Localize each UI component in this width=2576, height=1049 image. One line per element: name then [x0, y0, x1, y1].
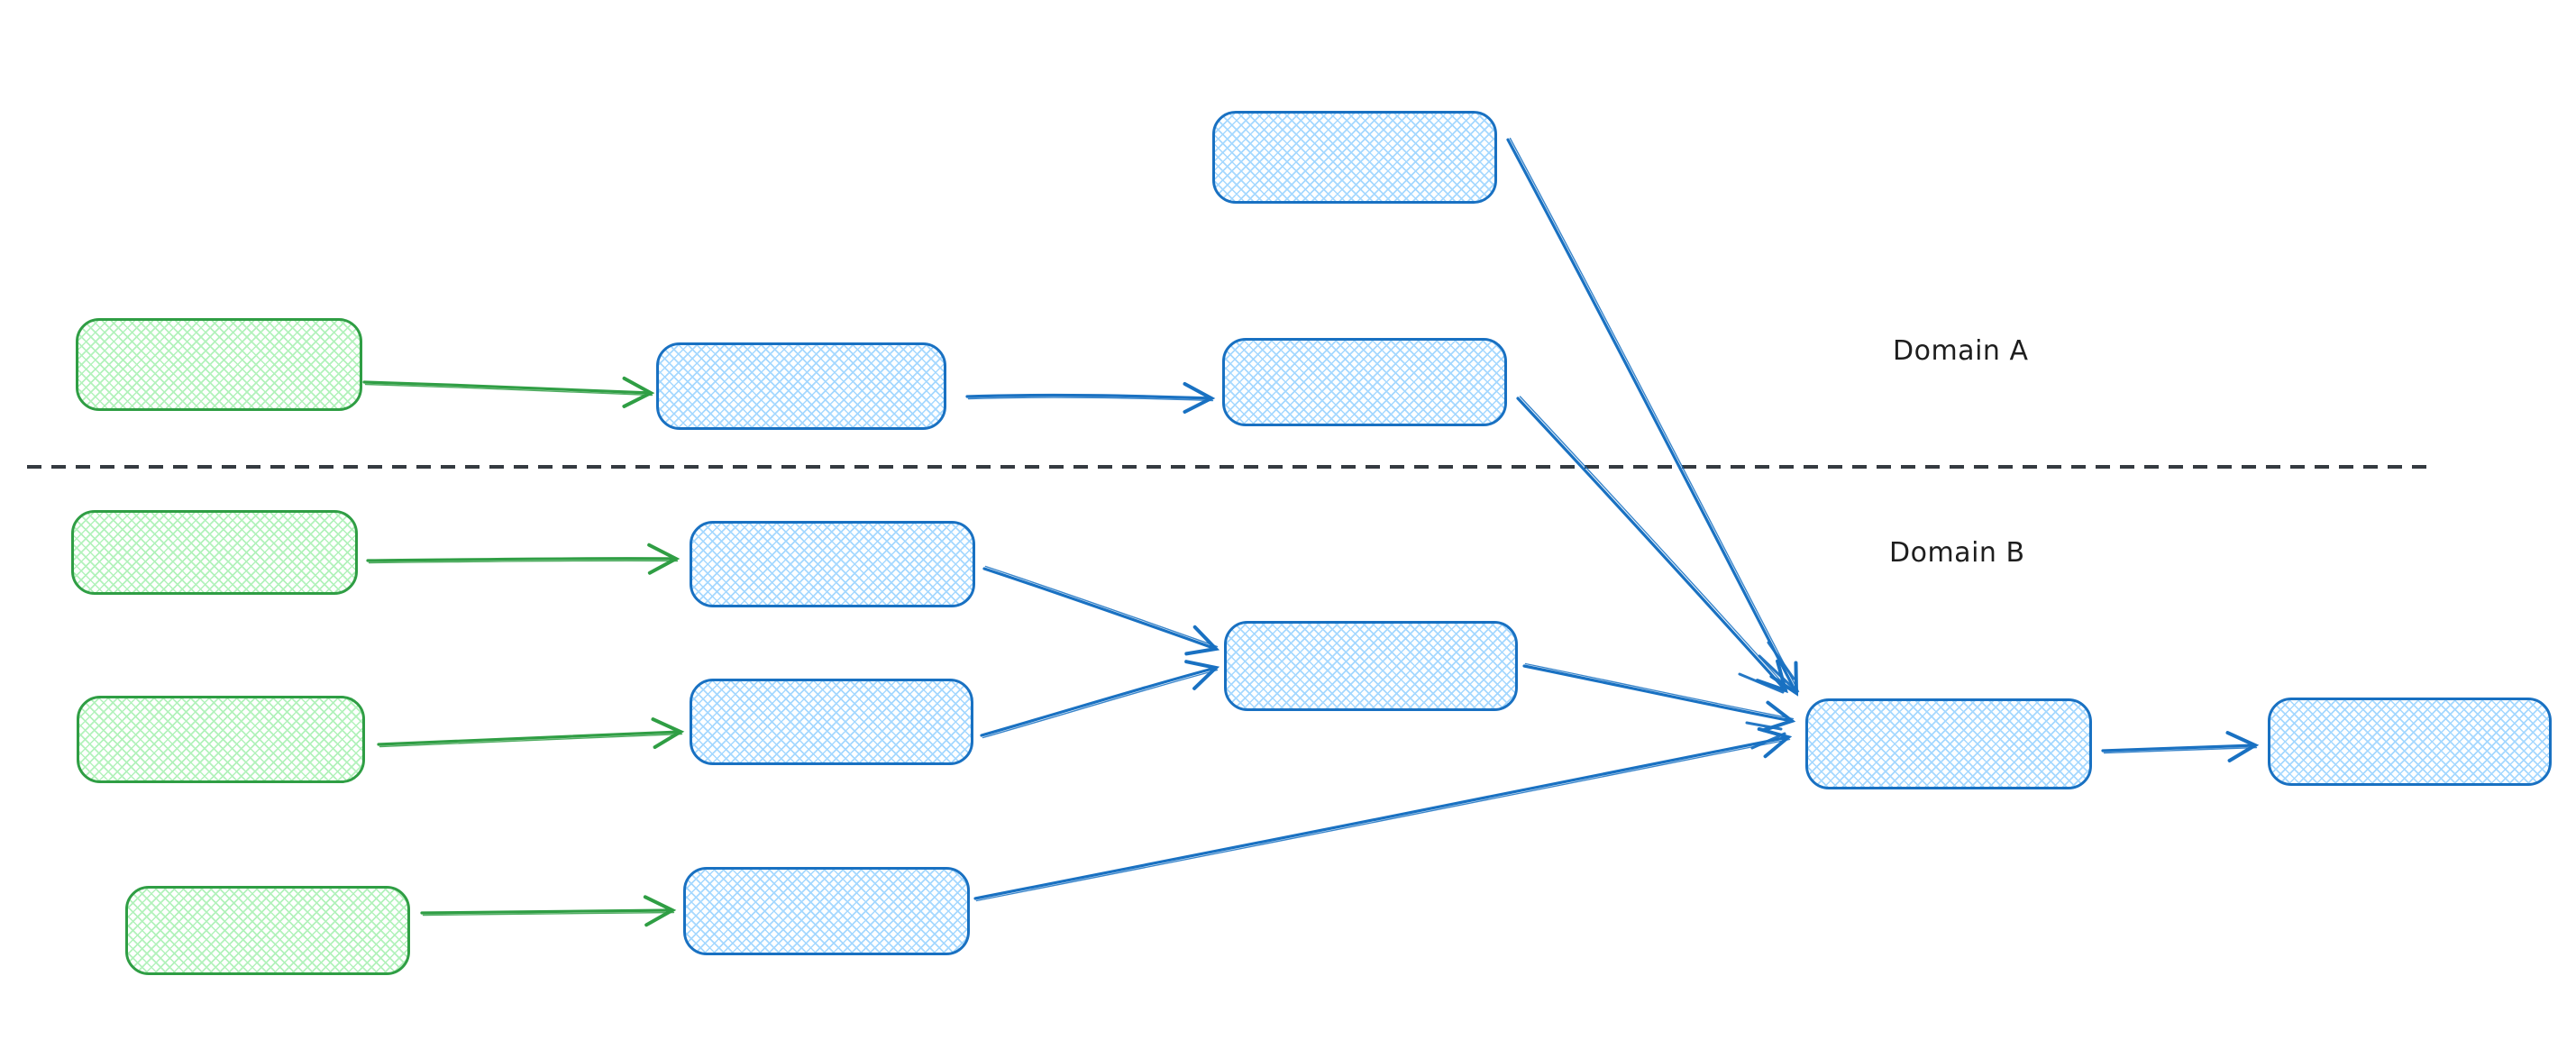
node-blue-stage-b2	[690, 679, 973, 765]
edge-stage-b2-to-merge	[980, 660, 1220, 739]
edge-sink-to-output	[2101, 731, 2260, 763]
node-green-source-a	[76, 318, 362, 411]
label-domain-b: Domain B	[1889, 537, 2025, 569]
edge-stage-a1-to-stage-a2	[965, 381, 1216, 415]
edge-green-b2-to-stage-b2	[377, 717, 685, 750]
node-blue-stage-b3	[683, 867, 970, 955]
edge-stage-a2-to-sink	[1516, 396, 1789, 694]
edge-green-a-to-stage-a1	[362, 376, 655, 408]
edge-green-b3-to-stage-b3	[420, 895, 677, 927]
edge-blue-top-to-sink	[1506, 137, 1800, 697]
node-green-source-b1	[71, 510, 358, 595]
edge-green-b1-to-stage-b1	[366, 543, 681, 575]
edge-merge-to-sink	[1522, 662, 1796, 733]
label-domain-a: Domain A	[1893, 335, 2029, 367]
node-blue-stage-b1	[690, 521, 975, 607]
node-blue-stage-a2	[1222, 338, 1507, 426]
node-blue-sink	[1805, 698, 2092, 789]
edge-stage-b3-to-sink	[973, 726, 1793, 902]
node-blue-stage-a1	[656, 342, 946, 430]
node-green-source-b2	[77, 696, 365, 783]
edge-stage-b1-to-merge	[982, 565, 1220, 656]
node-blue-output	[2268, 698, 2552, 786]
node-green-source-b3	[125, 886, 410, 975]
sink-arrowhead-scribbles	[1738, 641, 1795, 750]
node-blue-merge-b	[1224, 621, 1518, 711]
node-blue-top	[1212, 111, 1497, 204]
